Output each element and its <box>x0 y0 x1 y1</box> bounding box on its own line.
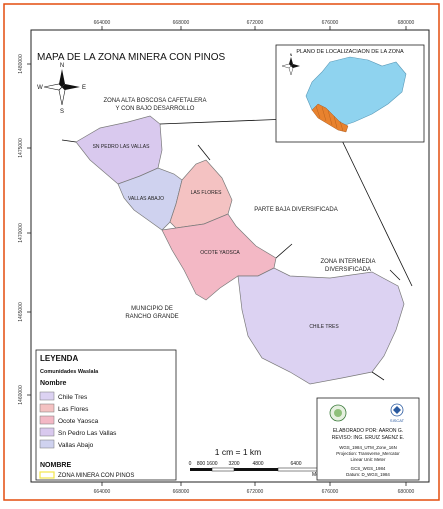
legend-nombre: Nombre <box>40 380 67 387</box>
legend-swatch <box>39 439 55 449</box>
grid-y-label: 1470000 <box>18 223 24 243</box>
annotation-municipio-2: RANCHO GRANDE <box>125 314 178 320</box>
compass-icon: N S E W <box>37 63 86 115</box>
svg-text:S: S <box>60 109 64 115</box>
grid-ticks <box>27 26 407 486</box>
svg-text:W: W <box>37 85 43 91</box>
legend-item-label: Chile Tres <box>58 394 88 401</box>
grid-x-label: 680000 <box>398 20 415 26</box>
legend-item-label: Vallas Abajo <box>58 442 94 449</box>
grid-y-label: 1480000 <box>18 54 24 74</box>
siscat-label: SISCAT <box>390 418 405 423</box>
community-label: CHILE TRES <box>309 324 339 330</box>
annotation-zona-alta-2: Y CON BAJO DESARROLLO <box>116 106 195 112</box>
grid-x-label: 672000 <box>247 489 264 495</box>
credit-reviso: REVISO: ING. ERUIZ SAENZ E. <box>332 435 405 441</box>
community-label: SN PEDRO LAS VALLAS <box>93 144 151 150</box>
credit-proj1: WGS_1984_UTM_Zone_16N <box>339 445 397 450</box>
legend-item-label: Sn Pedro Las Vallas <box>58 430 117 437</box>
credit-gcs2: Datum: D_WGS_1984 <box>346 472 390 477</box>
annotation-zona-intermedia: ZONA INTERMEDIA <box>320 259 375 265</box>
credit-elaborado: ELABORADO POR: AARON G. <box>333 428 403 434</box>
communities-layer <box>75 115 405 385</box>
grid-y-label: 1460000 <box>18 385 24 405</box>
annotation-zona-alta: ZONA ALTA BOSCOSA CAFETALERA <box>103 98 206 104</box>
scale-tick: 0 <box>189 461 192 467</box>
grid-x-label: 676000 <box>322 489 339 495</box>
credit-proj2: Projection: Transverse_Mercator <box>336 451 400 456</box>
legend-swatch <box>39 391 55 401</box>
scale-text: 1 cm = 1 km <box>215 447 262 457</box>
grid-x-labels-bottom: 664000 668000 672000 676000 680000 <box>94 489 415 495</box>
scale-tick: 6400 <box>290 461 301 467</box>
scale-tick: 4800 <box>252 461 263 467</box>
inset-zone-hatch <box>315 105 344 132</box>
legend-nombre2: NOMBRE <box>40 462 71 469</box>
legend-zona-label: ZONA MINERA CON PINOS <box>58 473 134 479</box>
community-label: VALLAS ABAJO <box>128 196 164 202</box>
scale-tick: 800 <box>197 461 206 467</box>
zone-annotations: ZONA ALTA BOSCOSA CAFETALERA Y CON BAJO … <box>103 98 375 320</box>
legend-swatch <box>39 415 55 425</box>
scale-tick: 3200 <box>228 461 239 467</box>
grid-x-label: 668000 <box>173 489 190 495</box>
polygon-sn-pedro-las-vallas[interactable] <box>75 115 163 185</box>
legend-heading: LEYENDA <box>40 354 78 363</box>
inset-region <box>305 56 407 129</box>
grid-y-labels: 1480000 1475000 1470000 1465000 1460000 <box>18 54 24 405</box>
credits-box: SISCAT ELABORADO POR: AARON G. REVISO: I… <box>316 397 420 481</box>
grid-x-label: 664000 <box>94 489 111 495</box>
legend-subheading: Comunidades Waslala <box>40 369 99 375</box>
grid-x-labels-top: 664000 668000 672000 676000 680000 <box>94 20 415 26</box>
legend-item-label: Las Flores <box>58 406 89 413</box>
inset-title: PLANO DE LOCALIZACIAON DE LA ZONA <box>296 49 404 55</box>
legend-swatch-zona <box>39 471 55 479</box>
scale-tick: 1600 <box>206 461 217 467</box>
legend: LEYENDA Comunidades Waslala Nombre Chile… <box>35 349 177 481</box>
grid-x-label: 676000 <box>322 20 339 26</box>
community-label: OCOTE YAOSCA <box>200 250 240 256</box>
svg-text:N: N <box>290 53 293 57</box>
grid-x-label: 664000 <box>94 20 111 26</box>
annotation-parte-baja: PARTE BAJA DIVERSIFICADA <box>254 207 337 213</box>
siscat-logo-icon: SISCAT <box>390 403 405 423</box>
grid-x-label: 672000 <box>247 20 264 26</box>
scale-bar: 1 cm = 1 km 0 800 1600 3200 4800 6400 Me… <box>189 447 328 478</box>
credit-proj3: Linear Unit: Meter <box>351 457 386 462</box>
credit-gcs1: GCS_WGS_1984 <box>351 466 386 471</box>
seal-icon <box>329 404 347 422</box>
legend-item-label: Ocote Yaosca <box>58 418 99 425</box>
annotation-municipio: MUNICIPIO DE <box>131 306 173 312</box>
svg-text:N: N <box>60 63 64 69</box>
community-labels: SN PEDRO LAS VALLAS VALLAS ABAJO LAS FLO… <box>93 144 340 330</box>
grid-x-label: 668000 <box>173 20 190 26</box>
inset-map: PLANO DE LOCALIZACIAON DE LA ZONA N <box>275 44 425 143</box>
grid-x-label: 680000 <box>398 489 415 495</box>
grid-y-label: 1465000 <box>18 302 24 322</box>
legend-swatch <box>39 403 55 413</box>
grid-y-label: 1475000 <box>18 138 24 158</box>
polygon-chile-tres[interactable] <box>237 267 405 385</box>
svg-text:E: E <box>82 85 86 91</box>
inset-compass-icon: N <box>281 53 300 76</box>
map-title: MAPA DE LA ZONA MINERA CON PINOS <box>37 52 226 63</box>
legend-swatch <box>39 427 55 437</box>
community-label: LAS FLORES <box>191 190 223 196</box>
annotation-zona-intermedia-2: DIVERSIFICADA <box>325 267 371 273</box>
